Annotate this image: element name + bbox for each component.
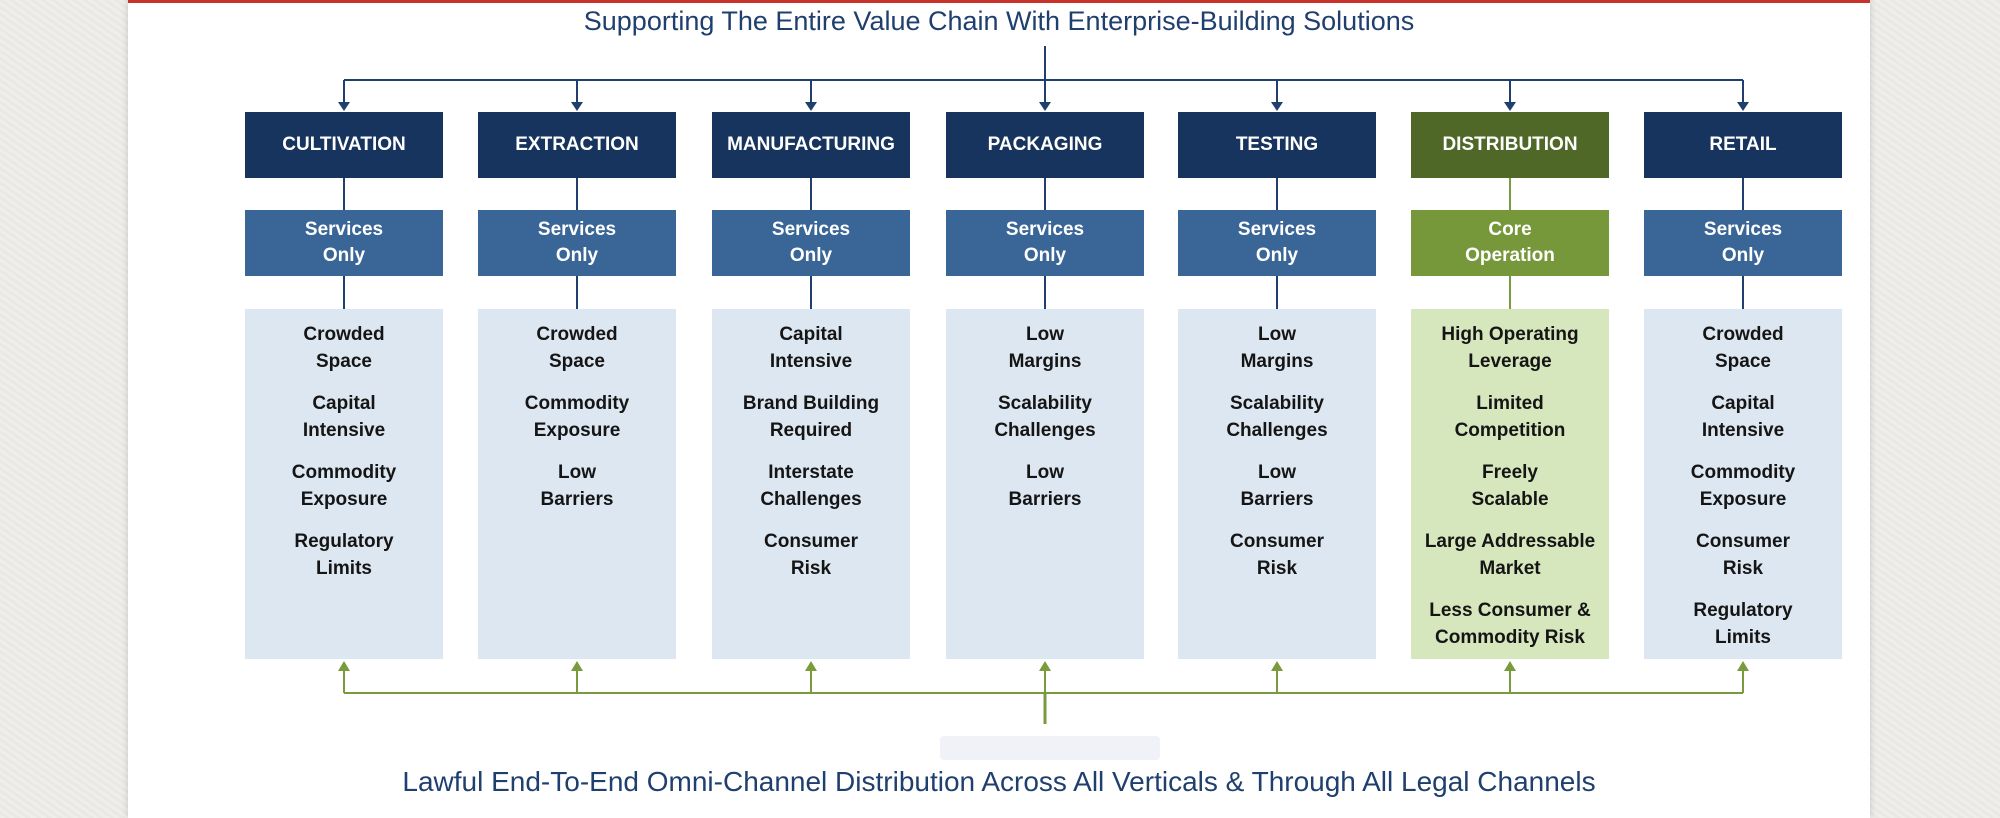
column-role-testing: Services Only [1178, 210, 1376, 276]
column-header-retail: RETAIL [1644, 112, 1842, 178]
role-label: Services Only [1005, 219, 1085, 266]
diagram-footer: Lawful End-To-End Omni-Channel Distribut… [402, 766, 1596, 797]
role-label: Services Only [304, 219, 384, 266]
column-header-extraction: EXTRACTION [478, 112, 676, 178]
trait-item: Scalability Challenges [1226, 393, 1328, 441]
trait-item: Crowded Space [303, 324, 385, 372]
diagram-title: Supporting The Entire Value Chain With E… [583, 6, 1415, 36]
trait-item: Crowded Space [536, 324, 618, 372]
column-header-packaging: PACKAGING [946, 112, 1144, 178]
column-role-cultivation: Services Only [245, 210, 443, 276]
trait-item: Regulatory Limits [1693, 600, 1793, 648]
trait-item: Low Barriers [1240, 462, 1314, 510]
trait-item: Crowded Space [1702, 324, 1784, 372]
trait-item: Capital Intensive [769, 324, 853, 372]
trait-item: Commodity Exposure [1690, 462, 1796, 510]
column-header-cultivation: CULTIVATION [245, 112, 443, 178]
role-label: Services Only [771, 219, 851, 266]
trait-item: Less Consumer & Commodity Risk [1429, 600, 1591, 648]
trait-item: Brand Building Required [742, 393, 880, 441]
role-label: Services Only [1703, 219, 1783, 266]
trait-item: High Operating Leverage [1441, 324, 1579, 372]
paper-background-right [1870, 0, 2000, 818]
trait-item: Scalability Challenges [994, 393, 1096, 441]
top-distribution-lines [338, 46, 1749, 309]
trait-item: Consumer Risk [1230, 531, 1324, 579]
column-header-distribution: DISTRIBUTION [1411, 112, 1609, 178]
column-role-extraction: Services Only [478, 210, 676, 276]
role-label: Services Only [537, 219, 617, 266]
column-header-testing: TESTING [1178, 112, 1376, 178]
column-header-manufacturing: MANUFACTURING [712, 112, 910, 178]
bottom-feedback-lines [338, 661, 1749, 724]
role-label: Services Only [1237, 219, 1317, 266]
trait-item: Interstate Challenges [760, 462, 862, 510]
trait-item: Capital Intensive [1701, 393, 1785, 441]
role-label: Core Operation [1465, 219, 1555, 266]
trait-item: Large Addressable Market [1424, 531, 1596, 579]
trait-item: Capital Intensive [302, 393, 386, 441]
trait-item: Consumer Risk [764, 531, 858, 579]
trait-item: Freely Scalable [1471, 462, 1549, 510]
trait-item: Limited Competition [1454, 393, 1566, 441]
column-role-packaging: Services Only [946, 210, 1144, 276]
column-role-retail: Services Only [1644, 210, 1842, 276]
trait-item: Consumer Risk [1696, 531, 1790, 579]
trait-item: Low Margins [1240, 324, 1314, 372]
trait-item: Low Margins [1008, 324, 1082, 372]
trait-item: Commodity Exposure [524, 393, 630, 441]
paper-background-left [0, 0, 128, 818]
faint-watermark-block [940, 736, 1160, 760]
trait-item: Low Barriers [540, 462, 614, 510]
trait-item: Low Barriers [1008, 462, 1082, 510]
column-role-distribution: Core Operation [1411, 210, 1609, 276]
top-accent-rule [128, 0, 1870, 3]
trait-item: Regulatory Limits [294, 531, 394, 579]
trait-item: Commodity Exposure [291, 462, 397, 510]
column-role-manufacturing: Services Only [712, 210, 910, 276]
